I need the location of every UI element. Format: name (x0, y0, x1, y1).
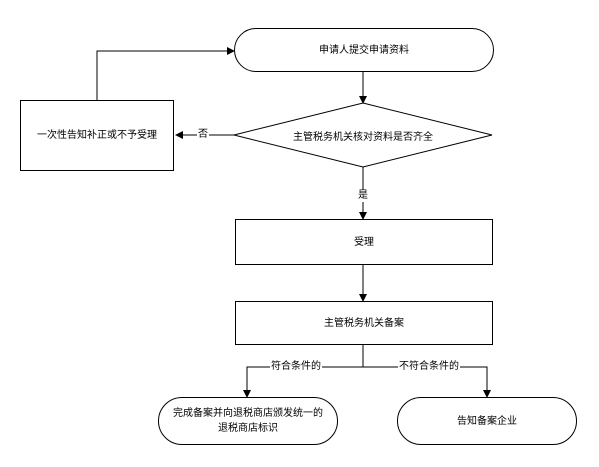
node-complete-label: 完成备案并向退税商店颁发统一的退税商店标识 (173, 408, 323, 434)
node-notify: 告知备案企业 (397, 397, 577, 445)
review-diamond (233, 102, 493, 168)
node-reject-label: 一次性告知补正或不予受理 (37, 130, 157, 141)
node-accept: 受理 (235, 219, 493, 265)
node-accept-label: 受理 (354, 236, 374, 248)
node-submit-label: 申请人提交申请资料 (319, 44, 409, 56)
node-record-label: 主管税务机关备案 (324, 317, 404, 329)
edge-label-no: 否 (197, 129, 209, 141)
node-notify-label: 告知备案企业 (457, 415, 517, 427)
node-review: 主管税务机关核对资料是否齐全 (250, 125, 476, 145)
edge-label-qualified: 符合条件的 (270, 361, 322, 373)
node-review-label: 主管税务机关核对资料是否齐全 (293, 131, 433, 143)
edge-record-to-complete (243, 366, 363, 398)
edge-reject-to-submit (96, 47, 235, 100)
node-reject: 一次性告知补正或不予受理 (20, 100, 174, 171)
edge-label-unqualified: 不符合条件的 (398, 361, 460, 373)
edge-label-yes: 是 (357, 190, 369, 202)
node-complete: 完成备案并向退税商店颁发统一的退税商店标识 (158, 397, 338, 445)
node-record: 主管税务机关备案 (235, 301, 493, 345)
node-submit: 申请人提交申请资料 (234, 28, 494, 72)
